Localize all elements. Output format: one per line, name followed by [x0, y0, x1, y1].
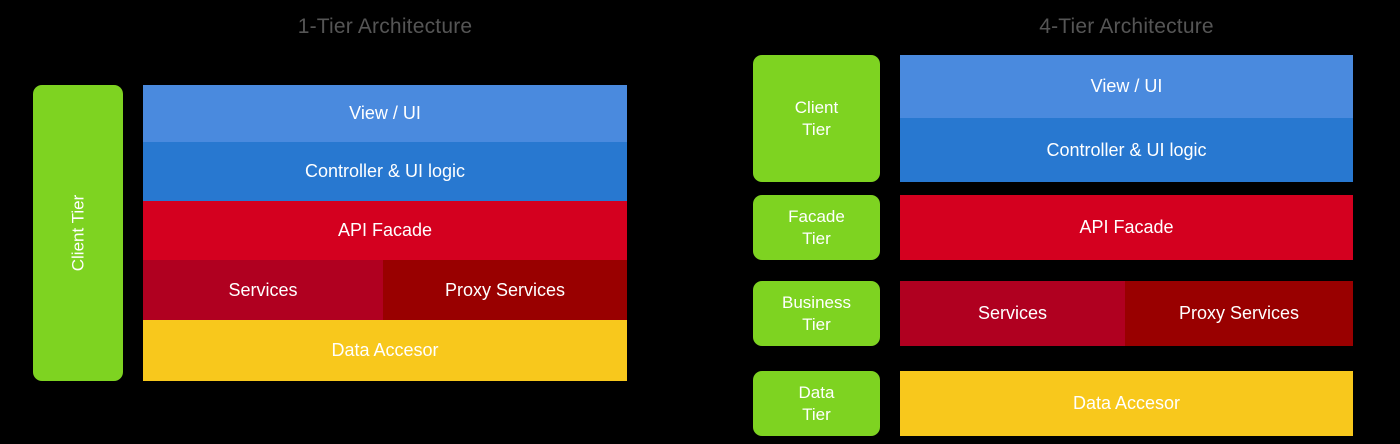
- four-tier-data-tier-box: Data Tier: [753, 371, 880, 436]
- four-tier-layer-api-facade-label: API Facade: [1079, 217, 1174, 237]
- four-tier-data-tier-label-line-2: Tier: [802, 404, 831, 424]
- one-tier-layer-data-accesor: Data Accesor: [143, 320, 627, 381]
- one-tier-layer-services-label: Services: [228, 279, 298, 300]
- one-tier-client-tier-box: Client Tier: [33, 85, 123, 381]
- one-tier-layer-controller-ui-logic-label: Controller & UI logic: [304, 161, 466, 181]
- one-tier-layer-api-facade-label: API Facade: [337, 220, 433, 240]
- one-tier-title: 1-Tier Architecture: [297, 15, 473, 38]
- four-tier-layer-proxy-services-label: Proxy Services: [1178, 303, 1300, 323]
- four-tier-client-tier-box: Client Tier: [753, 55, 880, 182]
- one-tier-client-tier-label: Client Tier: [68, 194, 87, 272]
- one-tier-layer-proxy-services-label: Proxy Services: [444, 279, 566, 300]
- four-tier-layer-services: Services: [900, 281, 1125, 346]
- four-tier-data-tier-label-line-1: Data: [798, 383, 835, 403]
- four-tier-facade-tier-label-line-2: Tier: [802, 228, 831, 248]
- four-tier-client-tier-label: Client Tier: [795, 97, 838, 140]
- four-tier-title: 4-Tier Architecture: [1039, 15, 1214, 38]
- one-tier-layer-api-facade: API Facade: [143, 201, 627, 260]
- four-tier-layer-data-accesor-label: Data Accesor: [1072, 393, 1181, 413]
- four-tier-data-tier-label: Data Tier: [799, 382, 835, 425]
- four-tier-client-tier-label-line-2: Tier: [802, 119, 831, 139]
- four-tier-facade-tier-label: Facade Tier: [788, 206, 845, 249]
- four-tier-layer-view-ui: View / UI: [900, 55, 1353, 118]
- four-tier-business-tier-box: Business Tier: [753, 281, 880, 346]
- four-tier-layer-data-accesor: Data Accesor: [900, 371, 1353, 436]
- four-tier-facade-tier-box: Facade Tier: [753, 195, 880, 260]
- four-tier-business-tier-label-line-1: Business: [782, 293, 851, 313]
- four-tier-business-tier-label: Business Tier: [782, 292, 851, 335]
- one-tier-layer-services: Services: [143, 260, 383, 320]
- four-tier-layer-services-label: Services: [977, 303, 1048, 323]
- four-tier-layer-view-ui-label: View / UI: [1090, 76, 1163, 96]
- four-tier-facade-tier-label-line-1: Facade: [788, 207, 845, 227]
- one-tier-layer-controller-ui-logic: Controller & UI logic: [143, 142, 627, 201]
- one-tier-layer-data-accesor-label: Data Accesor: [331, 340, 439, 360]
- four-tier-layer-controller-ui-logic: Controller & UI logic: [900, 118, 1353, 182]
- four-tier-business-tier-label-line-2: Tier: [802, 314, 831, 334]
- four-tier-layer-controller-ui-logic-label: Controller & UI logic: [1046, 139, 1207, 160]
- four-tier-layer-api-facade: API Facade: [900, 195, 1353, 260]
- four-tier-layer-proxy-services: Proxy Services: [1125, 281, 1353, 346]
- one-tier-layer-view-ui-label: View / UI: [349, 103, 421, 123]
- four-tier-client-tier-label-line-1: Client: [794, 98, 839, 118]
- one-tier-layer-view-ui: View / UI: [143, 85, 627, 142]
- one-tier-layer-proxy-services: Proxy Services: [383, 260, 627, 320]
